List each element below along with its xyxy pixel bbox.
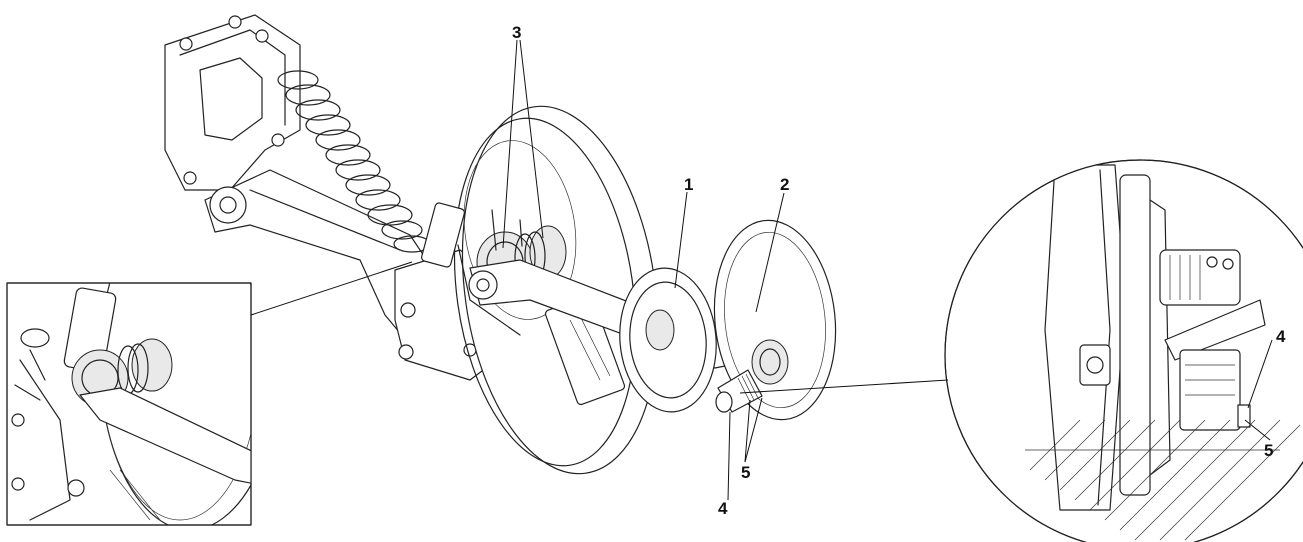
soil-hatch (1025, 419, 1301, 541)
leader-lines (250, 39, 1273, 501)
coil-spring (277, 70, 431, 253)
callout-5: 5 (741, 463, 750, 482)
right-detail-circle (944, 159, 1303, 542)
wheel-hub (715, 339, 789, 413)
callout-5-detail: 5 (1264, 441, 1273, 460)
left-detail-inset (6, 282, 252, 526)
callout-2: 2 (780, 175, 789, 194)
callout-1: 1 (684, 175, 693, 194)
main-assembly (164, 14, 837, 475)
closing-disc-2 (713, 219, 837, 421)
callout-4-detail: 4 (1276, 327, 1286, 346)
callout-3: 3 (512, 23, 521, 42)
closing-wheel-1 (619, 267, 717, 413)
mounting-bracket (164, 14, 301, 191)
callout-4: 4 (718, 499, 728, 518)
